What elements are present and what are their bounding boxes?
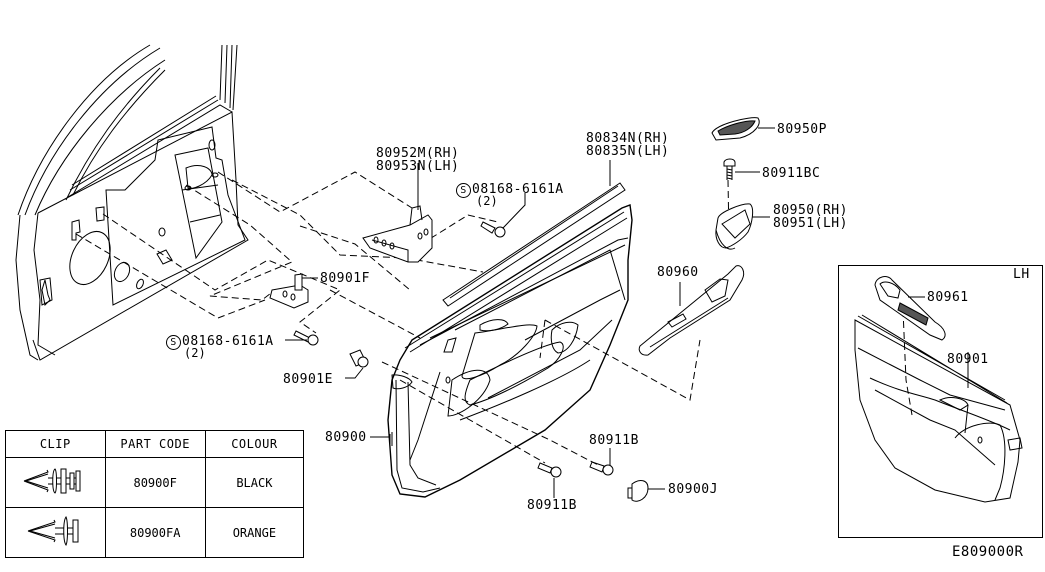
bolt-left-qty: (2): [184, 346, 206, 360]
bolt-left-code: 08168-6161A: [182, 334, 274, 349]
lh-inset-title: LH: [1013, 267, 1030, 282]
header-part-code: PART CODE: [104, 430, 206, 458]
door-frame-illustration: [15, 44, 249, 361]
label-bracket-lh: 80953N(LH): [376, 159, 460, 174]
lh-inset-frame: [838, 265, 1043, 538]
label-switch-finisher: 80961: [927, 290, 969, 305]
part-code-cell: 80900FA: [104, 507, 206, 558]
weatherstrip-illustration: [442, 160, 626, 307]
phantom-leader-lines: [75, 171, 913, 467]
clip-two-flange-icon: [28, 516, 79, 546]
clip-cell: [5, 457, 106, 508]
label-armrest-finisher: 80960: [657, 265, 699, 280]
cap-illustration: [627, 480, 665, 502]
clip-three-flange-icon: [24, 468, 81, 494]
pull-pocket-illustration: [715, 203, 770, 250]
label-pull-pocket-lh: 80951(LH): [773, 216, 848, 231]
label-weatherstrip-lh: 80835N(LH): [586, 144, 670, 159]
bolt-top-qty: (2): [476, 194, 498, 208]
label-clip-e: 80901E: [283, 372, 333, 387]
bolt-top-code: 08168-6161A: [472, 182, 564, 197]
label-lh-door-trim: 80901: [947, 352, 989, 367]
label-screw-b-lower: 80911B: [527, 498, 577, 513]
part-code-cell: 80900F: [104, 457, 206, 508]
armrest-finisher-illustration: [638, 265, 745, 356]
lh-inset-illustration: [854, 276, 1023, 503]
clip-table-header: CLIP PART CODE COLOUR: [5, 430, 305, 458]
bolt-top-illustration: [480, 193, 526, 238]
clip-bracket-illustration: [269, 273, 318, 309]
clip-table: CLIP PART CODE COLOUR 80900F BLACK: [5, 430, 305, 558]
label-clip-f: 80901F: [320, 271, 370, 286]
label-pull-pocket-rh: 80950(RH): [773, 203, 848, 218]
bolt-left-illustration: [285, 330, 319, 346]
clip-cell: [5, 507, 106, 558]
clip-e-illustration: [345, 349, 369, 379]
header-colour: COLOUR: [204, 430, 305, 458]
screw-b-upper-illustration: [589, 448, 614, 476]
table-row: 80900FA ORANGE: [5, 507, 305, 558]
door-trim-illustration: [370, 204, 633, 498]
label-weatherstrip-rh: 80834N(RH): [586, 131, 670, 146]
s-symbol-icon: S: [456, 183, 471, 198]
label-cap: 80900J: [668, 482, 718, 497]
label-door-trim: 80900: [325, 430, 367, 445]
header-clip: CLIP: [5, 430, 106, 458]
grille-illustration: [711, 117, 775, 141]
bracket-illustration: [362, 163, 433, 263]
colour-cell: BLACK: [204, 457, 305, 508]
label-screw-bc: 80911BC: [762, 166, 821, 181]
s-symbol-icon: S: [166, 335, 181, 350]
catalog-code: E809000R: [952, 544, 1024, 560]
colour-cell: ORANGE: [204, 507, 305, 558]
label-grille: 80950P: [777, 122, 827, 137]
screw-b-lower-illustration: [537, 462, 562, 498]
screw-bc-illustration: [723, 158, 760, 180]
label-screw-b-upper: 80911B: [589, 433, 639, 448]
table-row: 80900F BLACK: [5, 457, 305, 508]
label-bracket-rh: 80952M(RH): [376, 146, 460, 161]
